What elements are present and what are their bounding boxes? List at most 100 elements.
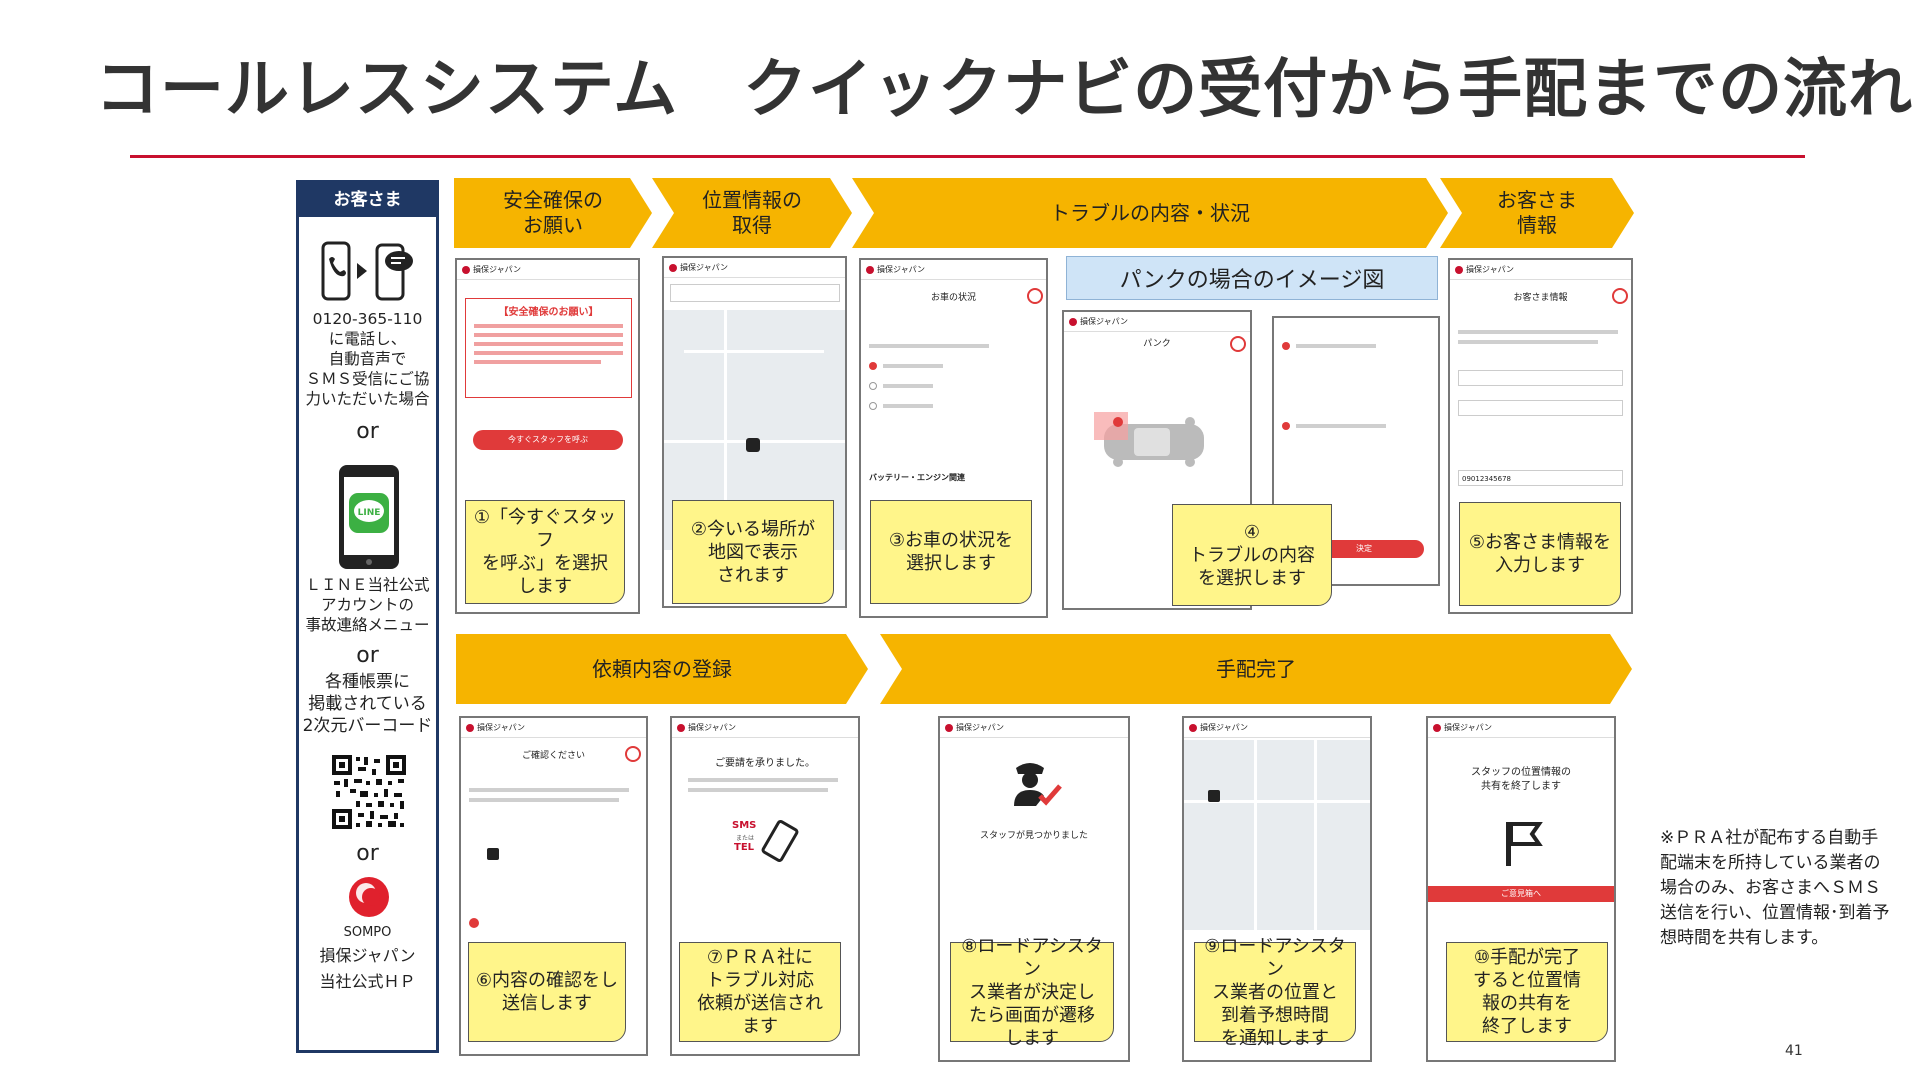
phone-call-icon[interactable] xyxy=(1027,288,1043,304)
name-input[interactable] xyxy=(1458,370,1623,386)
brand-logo-icon xyxy=(669,264,677,272)
car-status-title: お車の状況 xyxy=(930,293,976,303)
line-logo-text: LINE xyxy=(358,508,381,518)
or-label: or xyxy=(356,419,379,444)
text-line xyxy=(1458,340,1598,344)
line-text-line: ＬＩＮＥ当社公式 xyxy=(305,576,430,594)
staff-location-map[interactable] xyxy=(1184,740,1370,930)
step-note-10: ⑩手配が完了 すると位置情 報の共有を 終了します xyxy=(1446,942,1608,1042)
text-line xyxy=(688,788,828,792)
text-line xyxy=(474,342,623,346)
smartphone-icon xyxy=(760,818,800,864)
screen-brand: 損保ジャパン xyxy=(1450,260,1631,280)
map-search-input[interactable] xyxy=(670,284,840,302)
text-line xyxy=(1458,330,1618,334)
screen-brand: 損保ジャパン xyxy=(457,260,638,280)
car-location-pin-icon xyxy=(487,848,499,860)
radio-selected[interactable] xyxy=(869,362,877,370)
phone-call-icon[interactable] xyxy=(1230,336,1246,352)
kana-input[interactable] xyxy=(1458,400,1623,416)
qr-text-line: 各種帳票に xyxy=(325,672,410,692)
request-received-title: ご要請を承りました。 xyxy=(715,758,815,769)
step-arrow-arrangement-complete: 手配完了 xyxy=(880,634,1632,704)
text-line xyxy=(883,384,933,388)
brand-logo-icon xyxy=(1189,724,1197,732)
call-staff-button[interactable]: 今すぐスタッフを呼ぶ xyxy=(473,430,623,450)
screen-brand: 損保ジャパン xyxy=(672,718,858,738)
phone-input[interactable]: 09012345678 xyxy=(1458,470,1623,486)
title-underline xyxy=(130,155,1805,158)
step-note-2: ②今いる場所が 地図で表示 されます xyxy=(672,500,834,604)
step-note-7: ⑦ＰＲＡ社に トラブル対応 依頼が送信され ます xyxy=(679,942,841,1042)
text-line xyxy=(474,333,623,337)
or-label: or xyxy=(356,841,379,866)
customer-column-header: お客さま xyxy=(299,183,436,217)
step-arrow-safety: 安全確保の お願い xyxy=(454,178,652,248)
puncture-title: パンク xyxy=(1143,339,1171,349)
sompo-logo-text: SOMPO xyxy=(343,925,392,940)
screen-brand: 損保ジャパン xyxy=(940,718,1128,738)
text-line xyxy=(883,404,933,408)
page-number: 41 xyxy=(1785,1043,1803,1059)
decide-button[interactable]: 決定 xyxy=(1304,540,1424,558)
text-line xyxy=(469,798,619,802)
line-instructions: ＬＩＮＥ当社公式 アカウントの 事故連絡メニュー xyxy=(299,575,436,635)
step-note-6: ⑥内容の確認をし 送信します xyxy=(468,942,626,1042)
line-app-icon: LINE xyxy=(335,463,403,571)
step-note-8: ⑧ロードアシスタン ス業者が決定し たら画面が遷移 します xyxy=(950,936,1114,1049)
phone-call-icon[interactable] xyxy=(1612,288,1628,304)
phone-text-line: 自動音声で xyxy=(328,350,407,368)
sms-label: SMS xyxy=(732,820,757,831)
phone-to-sms-icon xyxy=(317,241,419,303)
brand-logo-icon xyxy=(462,266,470,274)
radio-option[interactable] xyxy=(869,402,877,410)
safety-notice-title: 【安全確保のお願い】 xyxy=(498,307,599,318)
map-road xyxy=(724,310,727,550)
brand-logo-icon xyxy=(945,724,953,732)
step-arrow-registration: 依頼内容の登録 xyxy=(456,634,868,704)
car-top-view-icon[interactable] xyxy=(1094,412,1214,472)
map-road xyxy=(684,350,824,353)
brand-logo-icon xyxy=(1069,318,1077,326)
step-arrow-customer-info: お客さま 情報 xyxy=(1440,178,1634,248)
text-line xyxy=(474,360,601,364)
phone-text-line: 力いただいた場合 xyxy=(305,390,430,408)
radio-selected[interactable] xyxy=(469,918,479,928)
puncture-image-banner: パンクの場合のイメージ図 xyxy=(1066,256,1438,300)
flag-icon xyxy=(1498,818,1548,868)
radio-selected[interactable] xyxy=(1282,342,1290,350)
screen-brand: 損保ジャパン xyxy=(861,260,1046,280)
brand-logo-icon xyxy=(466,724,474,732)
phone-call-icon[interactable] xyxy=(625,746,641,762)
battery-engine-item[interactable]: バッテリー・エンジン関連 xyxy=(869,473,965,482)
sompo-instructions: 損保ジャパン 当社公式ＨＰ xyxy=(299,943,436,995)
qr-code-icon xyxy=(330,753,408,831)
step-note-3: ③お車の状況を 選択します xyxy=(870,500,1032,604)
text-line xyxy=(474,351,623,355)
qr-text-line: 2次元バーコード xyxy=(302,716,433,736)
phone-number: 0120-365-110 xyxy=(312,310,423,328)
brand-logo-icon xyxy=(1433,724,1441,732)
side-note: ※ＰＲＡ社が配布する自動手配端末を所持している業者の場合のみ、お客さまへＳＭＳ送… xyxy=(1660,828,1890,948)
staff-checkmark-icon xyxy=(1010,758,1064,808)
customer-column: お客さま 0120-365-110 に電話し、 自動音声で ＳＭＳ受信にご協 力… xyxy=(296,180,439,1053)
text-line xyxy=(469,788,629,792)
sompo-logo-icon xyxy=(347,875,391,919)
safety-notice-box: 【安全確保のお願い】 xyxy=(465,298,632,398)
radio-option[interactable] xyxy=(869,382,877,390)
phone-text-line: に電話し、 xyxy=(328,330,407,348)
or-label: or xyxy=(356,643,379,668)
or-small-label: または xyxy=(736,835,755,842)
step-note-5: ⑤お客さま情報を 入力します xyxy=(1459,502,1621,606)
text-line xyxy=(474,324,623,328)
text-line xyxy=(1296,344,1376,348)
qr-text-line: 掲載されている xyxy=(308,694,427,714)
feedback-button[interactable]: ご意見箱へ xyxy=(1428,886,1614,902)
sompo-text-line: 損保ジャパン xyxy=(319,946,416,965)
radio-selected[interactable] xyxy=(1282,422,1290,430)
car-location-pin-icon xyxy=(746,438,760,452)
screen-brand: 損保ジャパン xyxy=(461,718,646,738)
sharing-ended-title: スタッフの位置情報の 共有を終了します xyxy=(1471,767,1571,792)
text-line xyxy=(1296,424,1386,428)
line-text-line: アカウントの xyxy=(320,596,414,614)
